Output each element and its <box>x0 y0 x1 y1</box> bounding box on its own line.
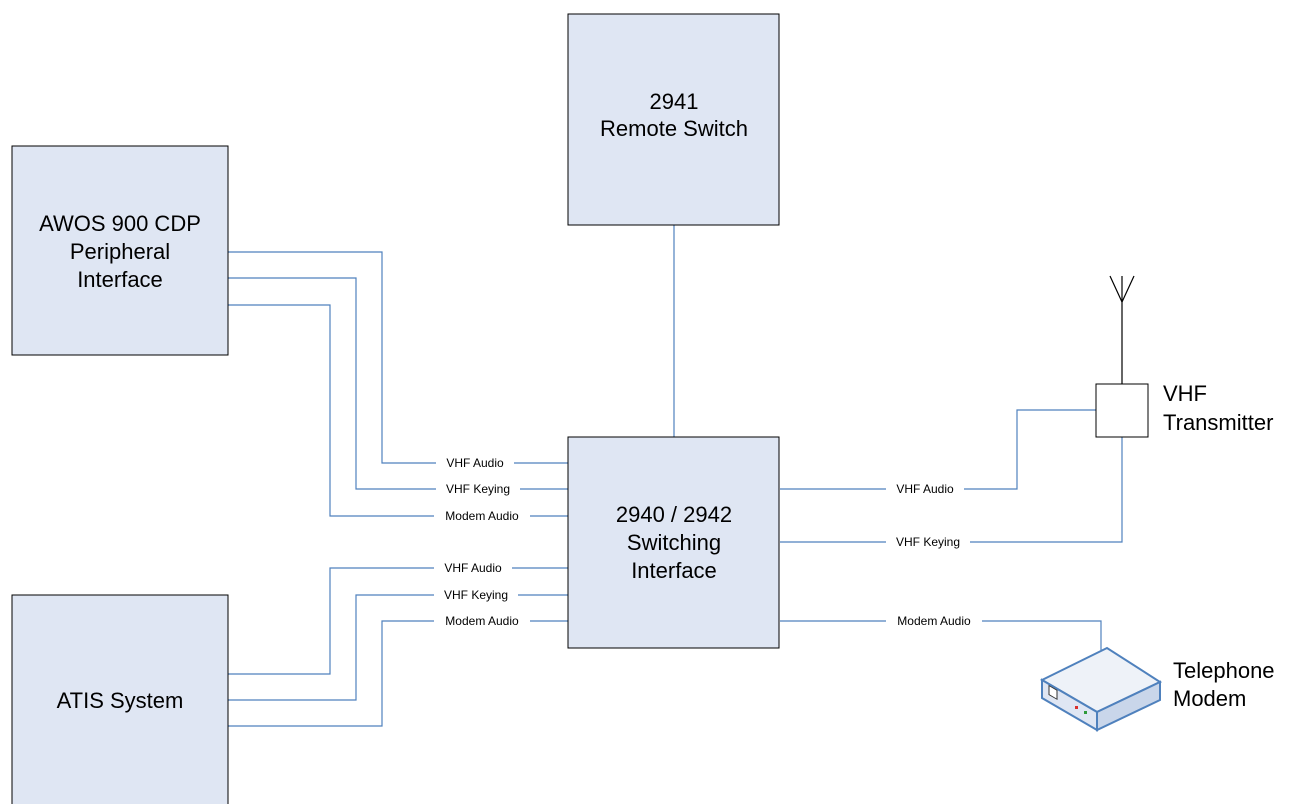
svg-text:Modem Audio: Modem Audio <box>897 614 971 628</box>
awos-line2: Peripheral <box>70 239 170 264</box>
svg-text:VHF Keying: VHF Keying <box>896 535 960 549</box>
remote-switch-box[interactable]: 2941 Remote Switch <box>568 14 779 225</box>
modem-icon[interactable] <box>1042 648 1160 730</box>
label-atis-vhf-audio: VHF Audio <box>434 561 512 575</box>
switching-line2: Switching <box>627 530 721 555</box>
awos-line3: Interface <box>77 267 163 292</box>
vhf-transmitter-line1: VHF <box>1163 381 1207 406</box>
antenna-icon <box>1110 276 1134 384</box>
label-tx-vhf-audio: VHF Audio <box>886 482 964 496</box>
label-atis-modem-audio: Modem Audio <box>434 614 530 628</box>
label-tx-vhf-keying: VHF Keying <box>886 535 970 549</box>
vhf-transmitter-box[interactable] <box>1096 384 1148 437</box>
svg-text:Modem Audio: Modem Audio <box>445 509 519 523</box>
switching-interface-box[interactable]: 2940 / 2942 Switching Interface <box>568 437 779 648</box>
awos-box[interactable]: AWOS 900 CDP Peripheral Interface <box>12 146 228 355</box>
svg-text:VHF Audio: VHF Audio <box>444 561 502 575</box>
switching-line1: 2940 / 2942 <box>616 502 732 527</box>
wire-tx-vhf-audio <box>780 410 1096 489</box>
atis-box[interactable]: ATIS System <box>12 595 228 804</box>
telephone-modem-line2: Modem <box>1173 686 1246 711</box>
wire-awos-vhf-keying <box>228 278 568 489</box>
atis-line1: ATIS System <box>57 688 184 713</box>
wire-awos-vhf-audio <box>228 252 568 463</box>
remote-switch-line1: 2941 <box>650 89 699 114</box>
remote-switch-line2: Remote Switch <box>600 116 748 141</box>
label-atis-vhf-keying: VHF Keying <box>434 588 518 602</box>
svg-text:Modem Audio: Modem Audio <box>445 614 519 628</box>
switching-line3: Interface <box>631 558 717 583</box>
telephone-modem-line1: Telephone <box>1173 658 1275 683</box>
wire-atis-vhf-keying <box>228 595 568 700</box>
svg-text:VHF Audio: VHF Audio <box>446 456 504 470</box>
awos-line1: AWOS 900 CDP <box>39 211 201 236</box>
label-modem-audio: Modem Audio <box>886 614 982 628</box>
label-awos-modem-audio: Modem Audio <box>434 509 530 523</box>
vhf-transmitter-line2: Transmitter <box>1163 410 1273 435</box>
svg-text:VHF Audio: VHF Audio <box>896 482 954 496</box>
label-awos-vhf-keying: VHF Keying <box>436 482 520 496</box>
svg-text:VHF Keying: VHF Keying <box>446 482 510 496</box>
svg-text:VHF Keying: VHF Keying <box>444 588 508 602</box>
label-awos-vhf-audio: VHF Audio <box>436 456 514 470</box>
